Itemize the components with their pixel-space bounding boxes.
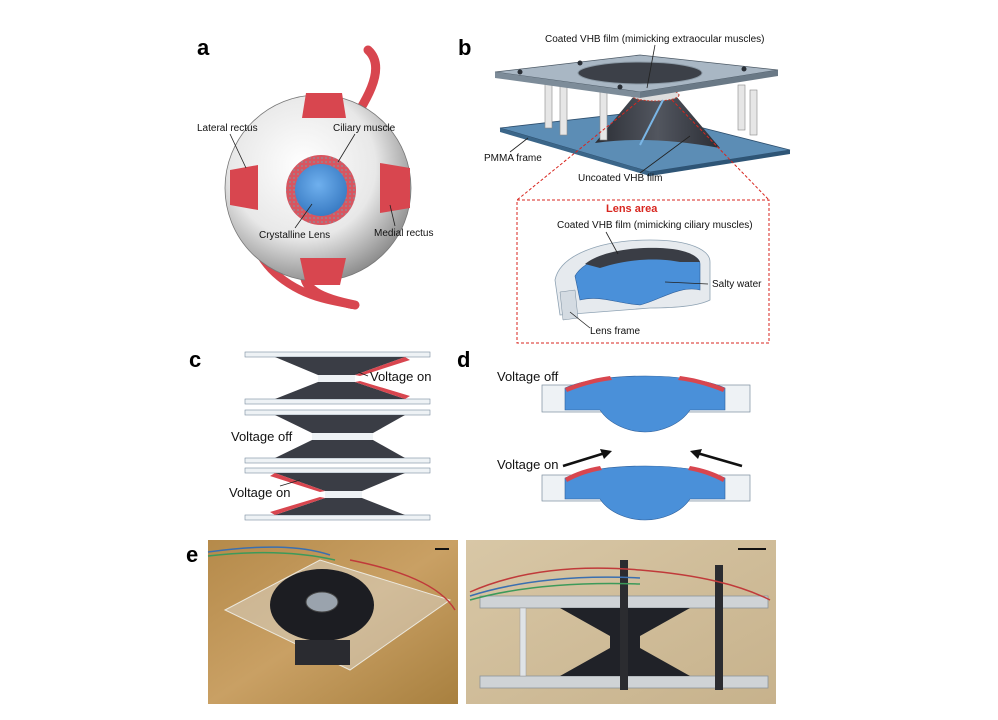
scale-bar-shape [738, 548, 766, 550]
active-film-red [270, 497, 325, 515]
wire-shape [207, 546, 331, 556]
annotation-coated-vhb-extraocular: Coated VHB film (mimicking extraocular m… [545, 34, 765, 45]
panel-label-d: d [457, 347, 470, 372]
leader-line [569, 311, 591, 329]
annotation-pmma-frame: PMMA frame [484, 153, 542, 164]
plate-shape [244, 514, 431, 521]
lens-center-shape [305, 591, 339, 613]
pillar-shape [559, 84, 568, 136]
active-film-red [270, 473, 325, 492]
zoom-line [516, 99, 641, 201]
lens-window-shape [325, 491, 362, 498]
lens-frame-cut-shape [559, 289, 579, 321]
leader-line [509, 137, 529, 153]
active-film-red [678, 376, 725, 392]
annotation-voltage-on-top: Voltage on [370, 369, 431, 384]
annotation-lens-area: Lens area [606, 203, 658, 215]
panel-label-a: a [197, 35, 210, 60]
panel-label-b: b [458, 35, 471, 60]
bolt-shape [577, 60, 583, 66]
bolt-shape [620, 560, 628, 690]
annotation-voltage-on-bottom: Voltage on [229, 485, 290, 500]
leader-line [229, 133, 247, 169]
annotation-ciliary-muscle: Ciliary muscle [333, 123, 396, 134]
pillar-shape [749, 89, 758, 136]
zoom-line [671, 99, 770, 201]
lens-window-shape [318, 375, 355, 382]
plate-shape [244, 398, 431, 405]
lens-window-shape [312, 433, 373, 440]
annotation-medial-rectus: Medial rectus [374, 228, 433, 239]
annotation-voltage-off: Voltage off [497, 369, 559, 384]
annotation-uncoated-vhb: Uncoated VHB film [578, 173, 662, 184]
bolt-shape [617, 84, 623, 90]
wire-shape [207, 551, 336, 561]
panel-label-e: e [186, 542, 198, 567]
arrow-right-shape [562, 451, 606, 468]
annotation-crystalline-lens: Crystalline Lens [259, 230, 330, 241]
active-film-red [688, 466, 725, 482]
inferior-rectus-shape [300, 258, 346, 285]
medial-rectus-shape [380, 163, 410, 213]
pillar-shape [737, 84, 746, 131]
panel-e: e [186, 540, 776, 704]
bolt-shape [741, 66, 747, 72]
leader-line [357, 371, 369, 377]
panel-a: a Lateral rectus Ciliary muscle Crystall… [197, 35, 433, 310]
annotation-coated-vhb-ciliary: Coated VHB film (mimicking ciliary muscl… [557, 220, 753, 231]
top-plate-edge [640, 70, 778, 98]
bolt-shape [715, 565, 723, 690]
active-film-red [565, 466, 602, 482]
active-film-red [355, 357, 410, 376]
arrow-head-shape [690, 449, 702, 459]
wire-shape [469, 582, 641, 601]
annotation-lateral-rectus: Lateral rectus [197, 123, 258, 134]
arrow-left-shape [696, 451, 743, 468]
bolt-shape [517, 69, 523, 75]
leader-line [337, 133, 356, 163]
uncoated-film-strip [639, 99, 664, 146]
top-film-shape [577, 61, 703, 85]
panel-label-c: c [189, 347, 201, 372]
annotation-salty-water: Salty water [712, 279, 762, 290]
device-base-shape [295, 640, 350, 665]
coated-film-shape [585, 247, 700, 268]
bottom-plate-edge [500, 128, 650, 176]
top-plate-edge [495, 72, 640, 98]
scale-bar-shape [435, 548, 449, 550]
leader-line [389, 204, 396, 227]
salty-water-shape [564, 375, 726, 433]
active-film-red [565, 376, 612, 392]
leader-line [294, 203, 313, 229]
wire-shape [469, 576, 641, 597]
leader-line [664, 281, 709, 285]
active-film-red [355, 381, 410, 399]
panel-d: d Voltage off Voltage on [457, 347, 751, 521]
plate-shape [244, 409, 431, 416]
bottom-plate-edge [650, 150, 790, 176]
leader-line [605, 231, 619, 255]
plate-shape [244, 467, 431, 474]
panel-b: b Coated VHB film (mimicking extraocular… [458, 34, 791, 344]
pillar-shape [519, 607, 527, 677]
vhb-cone-shape [595, 96, 720, 148]
crystalline-lens-shape [295, 164, 347, 216]
leader-line [646, 44, 656, 89]
leader-line [279, 479, 301, 487]
annotation-voltage-on: Voltage on [497, 457, 558, 472]
annotation-voltage-off: Voltage off [231, 429, 293, 444]
leader-line [639, 135, 691, 174]
lateral-rectus-shape [230, 165, 258, 210]
wire-shape [349, 559, 456, 611]
panel-c: c Voltage on Voltage off Voltage on [189, 347, 431, 521]
plate-shape [244, 457, 431, 464]
superior-rectus-shape [302, 93, 346, 118]
annotation-lens-frame: Lens frame [590, 326, 640, 337]
plate-shape [244, 351, 431, 358]
salty-water-shape [564, 465, 726, 521]
wire-shape [469, 567, 771, 601]
arrow-head-shape [600, 449, 612, 459]
